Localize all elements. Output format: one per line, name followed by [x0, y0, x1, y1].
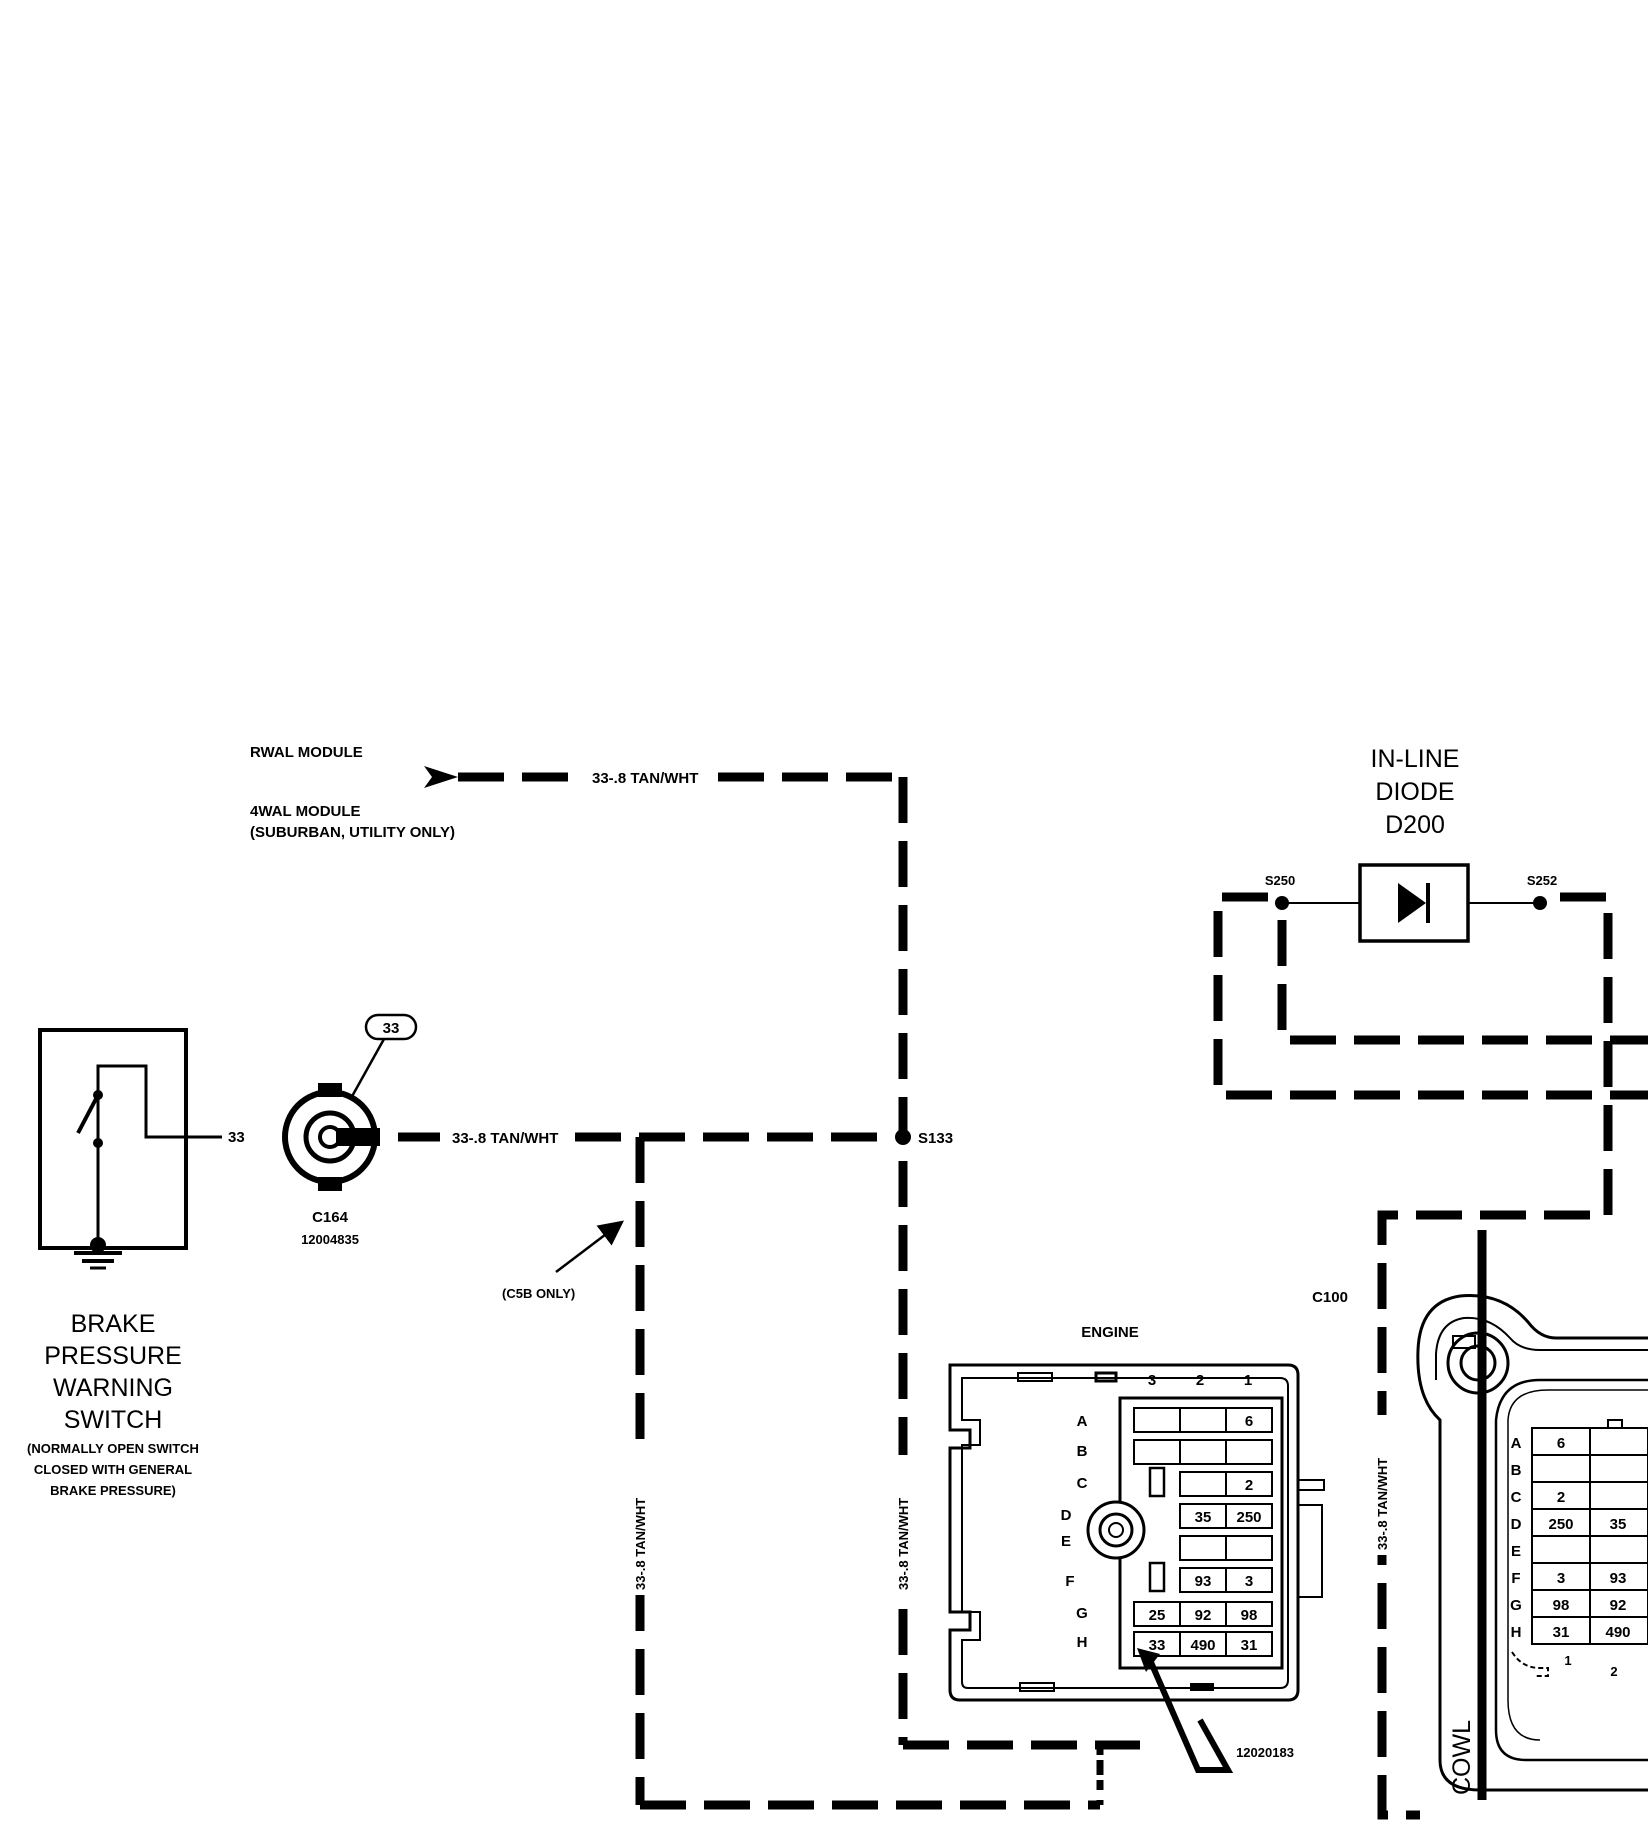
- cowl-col-2: 2: [1610, 1664, 1617, 1679]
- c5b-note: (C5B ONLY): [502, 1286, 575, 1301]
- splice-s133-label: S133: [918, 1130, 953, 1147]
- engine-cell-F2: 93: [1195, 1573, 1212, 1590]
- diode-title-3: D200: [1385, 811, 1445, 839]
- switch-title-4: SWITCH: [64, 1406, 163, 1434]
- cowl-cell-F2: 93: [1610, 1570, 1627, 1587]
- wire-label-bg-mid: [892, 1455, 914, 1595]
- cowl-row-G: G: [1510, 1597, 1522, 1614]
- cowl-cell-D2: 35: [1610, 1516, 1627, 1533]
- cowl-cell-D1: 250: [1548, 1516, 1573, 1533]
- switch-contact-wire: [96, 1064, 222, 1150]
- splice-s250-dot: [1275, 896, 1289, 910]
- engine-row-H: H: [1077, 1634, 1088, 1651]
- wire-mid-label: 33-.8 TAN/WHT: [452, 1130, 558, 1147]
- c100-label: C100: [1312, 1289, 1348, 1306]
- 4wal-module-label: 4WAL MODULE: [250, 803, 361, 820]
- engine-cell-H3: 33: [1149, 1637, 1166, 1654]
- engine-cell-grid: [1133, 1407, 1273, 1657]
- cowl-cell-H1: 31: [1553, 1624, 1570, 1641]
- engine-col-2: 2: [1196, 1372, 1204, 1389]
- cowl-row-D: D: [1511, 1516, 1522, 1533]
- c164-name: C164: [312, 1209, 349, 1226]
- engine-cell-C1: 2: [1245, 1477, 1253, 1494]
- switch-note-3: BRAKE PRESSURE): [50, 1483, 176, 1498]
- wire-label-bg-right: [1371, 1415, 1393, 1555]
- diode-title-1: IN-LINE: [1371, 745, 1460, 773]
- engine-col-3: 3: [1148, 1372, 1156, 1389]
- wire-vert-right-label: 33-.8 TAN/WHT: [1375, 1458, 1390, 1550]
- diode-title-2: DIODE: [1375, 778, 1454, 806]
- engine-connector-body: [948, 1363, 1325, 1702]
- engine-row-C: C: [1077, 1475, 1088, 1492]
- switch-title-1: BRAKE: [71, 1310, 156, 1338]
- pin-33-pointer: [1147, 1658, 1234, 1773]
- cowl-row-B: B: [1511, 1462, 1522, 1479]
- c5b-arrow: [555, 1220, 624, 1273]
- diode-loop-inner: [1277, 920, 1648, 1045]
- ground-node: [90, 1237, 106, 1253]
- cowl-row-C: C: [1511, 1489, 1522, 1506]
- engine-cell-F1: 3: [1245, 1573, 1253, 1590]
- splice-s250-label: S250: [1265, 873, 1295, 888]
- rwal-module-label: RWAL MODULE: [250, 744, 363, 761]
- engine-cell-D1: 250: [1236, 1509, 1261, 1526]
- cowl-cell-G2: 92: [1610, 1597, 1627, 1614]
- splice-s133-dot: [895, 1129, 911, 1145]
- switch-circuit-label: 33: [228, 1129, 245, 1146]
- cowl-cell-H2: 490: [1605, 1624, 1630, 1641]
- engine-row-B: B: [1077, 1443, 1088, 1460]
- switch-title-2: PRESSURE: [44, 1342, 182, 1370]
- engine-cell-G1: 98: [1241, 1607, 1258, 1624]
- c164-part: 12004835: [301, 1232, 359, 1247]
- engine-cell-G3: 25: [1149, 1607, 1166, 1624]
- engine-row-D: D: [1061, 1507, 1072, 1524]
- splice-s252-dot: [1533, 896, 1547, 910]
- switch-title-3: WARNING: [53, 1374, 173, 1402]
- cowl-row-A: A: [1511, 1435, 1522, 1452]
- cowl-cell-C1: 2: [1557, 1489, 1565, 1506]
- engine-cell-G2: 92: [1195, 1607, 1212, 1624]
- module-arrow-icon: [424, 766, 458, 788]
- 4wal-module-note: (SUBURBAN, UTILITY ONLY): [250, 824, 455, 841]
- engine-cell-D2: 35: [1195, 1509, 1212, 1526]
- engine-row-A: A: [1077, 1413, 1088, 1430]
- wire-label-bg-left: [629, 1455, 651, 1595]
- diode-icon: [1398, 883, 1430, 923]
- engine-row-G: G: [1076, 1605, 1088, 1622]
- c164-pin-bubble: [364, 1013, 418, 1041]
- cowl-cell-A1: 6: [1557, 1435, 1565, 1452]
- cowl-row-F: F: [1511, 1570, 1520, 1587]
- cowl-row-E: E: [1511, 1543, 1521, 1560]
- engine-col-1: 1: [1244, 1372, 1252, 1389]
- engine-label: ENGINE: [1081, 1324, 1139, 1341]
- wire-top-label: 33-.8 TAN/WHT: [592, 770, 698, 787]
- engine-cell-H1: 31: [1241, 1637, 1258, 1654]
- cowl-cell-G1: 98: [1553, 1597, 1570, 1614]
- engine-row-F: F: [1065, 1573, 1074, 1590]
- engine-cell-H2: 490: [1190, 1637, 1215, 1654]
- diode-loop-outer: [1213, 892, 1648, 1100]
- cowl-row-H: H: [1511, 1624, 1522, 1641]
- wire-vert-mid-label: 33-.8 TAN/WHT: [896, 1498, 911, 1590]
- cowl-connector-body: [1416, 1294, 1648, 1792]
- splice-s252-label: S252: [1527, 873, 1557, 888]
- engine-cell-A1: 6: [1245, 1413, 1253, 1430]
- engine-row-E: E: [1061, 1533, 1071, 1550]
- cowl-latch-icon: [1511, 1651, 1549, 1677]
- c164-pin-leader: [348, 1038, 386, 1101]
- cowl-cell-grid: [1531, 1419, 1648, 1645]
- cowl-col-1: 1: [1564, 1653, 1571, 1668]
- switch-note-2: CLOSED WITH GENERAL: [34, 1462, 192, 1477]
- c100-part: 12020183: [1236, 1745, 1294, 1760]
- diode-loop-right: [1377, 892, 1613, 1820]
- brake-switch-box: [38, 1028, 188, 1250]
- switch-note-1: (NORMALLY OPEN SWITCH: [27, 1441, 199, 1456]
- cowl-cell-F1: 3: [1557, 1570, 1565, 1587]
- switch-blade: [76, 1094, 100, 1134]
- connector-c164-icon: [282, 1083, 380, 1191]
- pin-33-arrow-icon: [1137, 1648, 1160, 1672]
- c164-pin-label: 33: [383, 1020, 400, 1037]
- wire-vert-left-label: 33-.8 TAN/WHT: [633, 1498, 648, 1590]
